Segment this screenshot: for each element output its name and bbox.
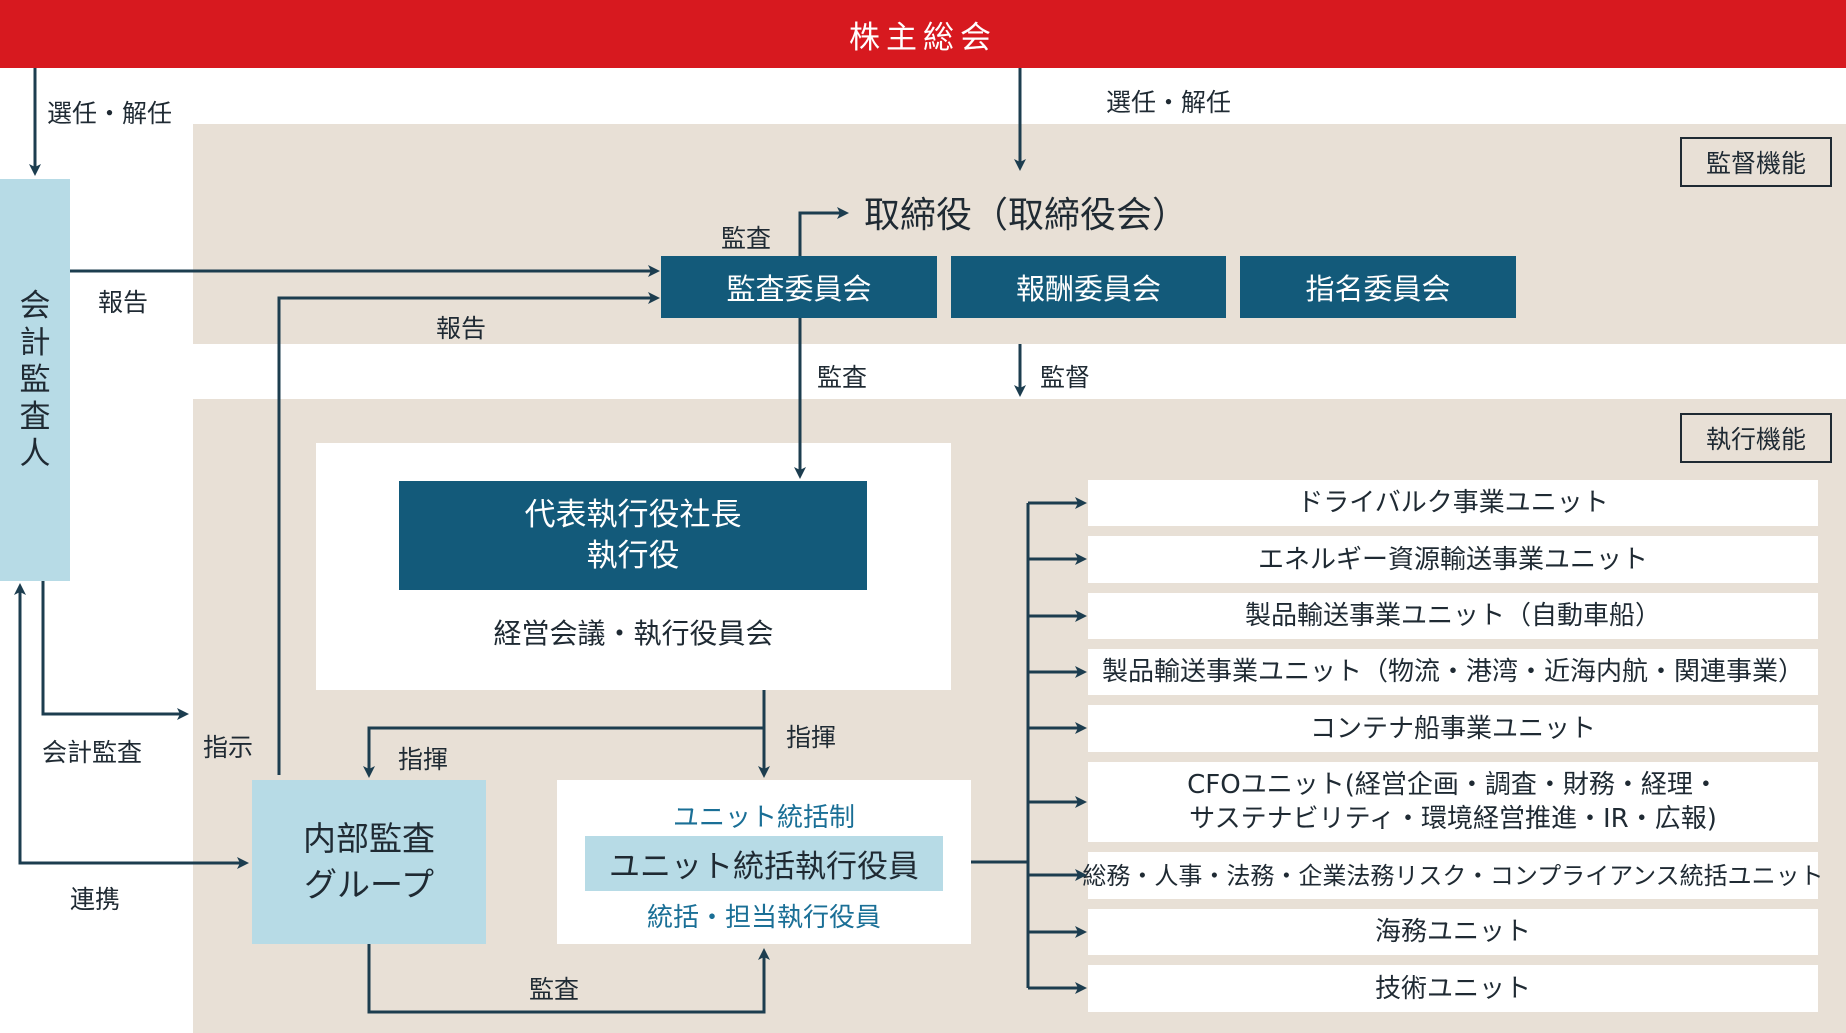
audit-committee-box: 監査委員会 bbox=[661, 256, 937, 318]
accounting-auditor-box: 会 計 監 査 人 bbox=[0, 179, 70, 581]
internal-audit-box: 内部監査 グループ bbox=[252, 780, 486, 944]
cooperation-label: 連携 bbox=[70, 885, 121, 914]
report-label-auditor: 報告 bbox=[98, 288, 149, 317]
internal-audit-line1: 内部監査 bbox=[303, 819, 435, 858]
select-dismiss-label-left: 選任・解任 bbox=[47, 99, 173, 128]
report-label-internal: 報告 bbox=[436, 314, 487, 343]
board-title: 取締役（取締役会） bbox=[864, 195, 1189, 236]
unit-item: エネルギー資源輸送事業ユニット bbox=[1088, 536, 1818, 583]
president-line2: 執行役 bbox=[586, 537, 680, 574]
command-label-left: 指揮 bbox=[398, 745, 449, 774]
nomination-committee-box: 指名委員会 bbox=[1240, 256, 1516, 318]
president-box: 代表執行役社長 執行役 bbox=[399, 481, 867, 590]
unit-head-officer-box: ユニット統括執行役員 bbox=[585, 836, 943, 891]
internal-audit-line2: グループ bbox=[303, 865, 435, 904]
compensation-committee-box: 報酬委員会 bbox=[951, 256, 1226, 318]
supervise-label: 監督 bbox=[1040, 363, 1091, 392]
unit-item: 技術ユニット bbox=[1088, 965, 1818, 1012]
unit-item: 製品輸送事業ユニット（物流・港湾・近海内航・関連事業） bbox=[1088, 649, 1818, 695]
president-line1: 代表執行役社長 bbox=[524, 496, 742, 533]
unit-item: コンテナ船事業ユニット bbox=[1088, 705, 1818, 752]
unit-item: 総務・人事・法務・企業法務リスク・コンプライアンス統括ユニット bbox=[1082, 852, 1824, 899]
command-label-right: 指揮 bbox=[786, 723, 837, 752]
unit-item: ドライバルク事業ユニット bbox=[1088, 480, 1818, 526]
unit-system-header: ユニット統括制 bbox=[672, 803, 855, 833]
auditor-char: 計 bbox=[19, 324, 51, 361]
unit-officers-label: 統括・担当執行役員 bbox=[646, 903, 881, 933]
auditor-char: 人 bbox=[19, 435, 51, 472]
audit-label-bottom: 監査 bbox=[529, 975, 580, 1004]
select-dismiss-label-right: 選任・解任 bbox=[1106, 88, 1232, 117]
shareholders-meeting-bar: 株主総会 bbox=[0, 0, 1846, 68]
unit-item: CFOユニット(経営企画・調査・財務・経理・ サステナビリティ・環境経営推進・I… bbox=[1088, 762, 1818, 842]
accounting-audit-label: 会計監査 bbox=[42, 738, 143, 767]
auditor-char: 監 bbox=[19, 361, 51, 398]
management-meeting-label: 経営会議・執行役員会 bbox=[493, 617, 774, 650]
auditor-char: 査 bbox=[19, 398, 51, 435]
unit-item: 製品輸送事業ユニット（自動車船） bbox=[1088, 593, 1818, 639]
audit-label-management: 監査 bbox=[817, 363, 868, 392]
supervision-tag: 監督機能 bbox=[1680, 137, 1832, 187]
auditor-char: 会 bbox=[19, 287, 51, 324]
unit-item: 海務ユニット bbox=[1088, 909, 1818, 955]
instruction-label: 指示 bbox=[203, 733, 254, 762]
audit-label-board: 監査 bbox=[721, 224, 772, 253]
execution-tag: 執行機能 bbox=[1680, 413, 1832, 463]
